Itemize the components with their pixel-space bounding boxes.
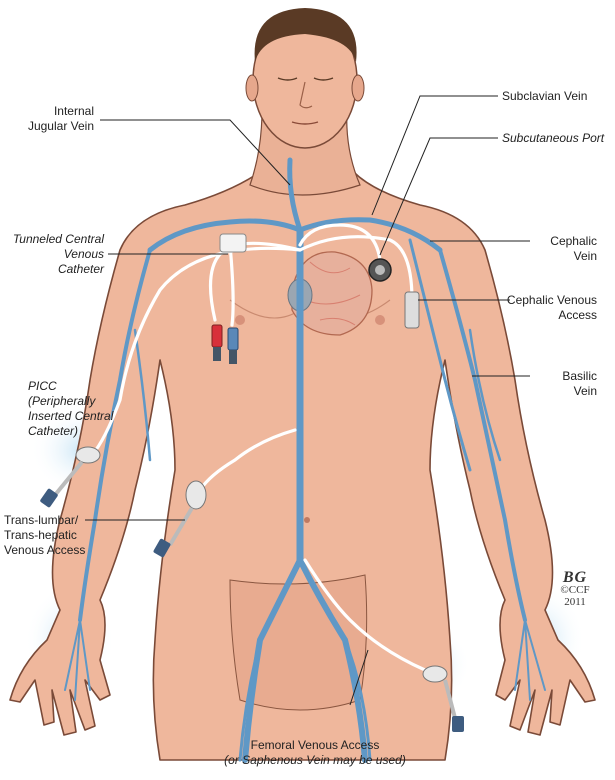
right-nipple (375, 315, 385, 325)
label-femoral: Femoral Venous Access (or Saphenous Vein… (220, 738, 410, 768)
subcutaneous-port-center (375, 265, 385, 275)
label-basilic-vein: Basilic Vein (520, 369, 597, 399)
label-femoral-line-1: Femoral Venous Access (220, 738, 410, 753)
signature-year: 2011 (553, 596, 597, 608)
signature-mark: BG (553, 572, 597, 584)
label-femoral-note: (or Saphenous Vein may be used) (220, 753, 410, 768)
catheter-cap-left (213, 347, 221, 361)
label-internal-jugular-line-2: Jugular Vein (20, 119, 94, 134)
translumbar-device (186, 481, 206, 509)
navel (304, 517, 310, 523)
label-subclavian-vein: Subclavian Vein (502, 89, 587, 104)
label-cephalic-access-line-1: Cephalic Venous (497, 293, 597, 308)
signature-org: ©CCF (553, 584, 597, 596)
label-cephalic-access: Cephalic Venous Access (497, 293, 597, 323)
label-cephalic-line-1: Cephalic (520, 234, 597, 249)
catheter-clamp-blue (228, 328, 238, 350)
label-cephalic-vein: Cephalic Vein (520, 234, 597, 264)
label-picc-line-1: PICC (28, 379, 113, 394)
label-internal-jugular-line-1: Internal (20, 104, 94, 119)
left-ear (246, 75, 258, 101)
label-translumbar-line-3: Venous Access (4, 543, 85, 558)
picc-device (76, 447, 100, 463)
label-picc-line-2: (Peripherally (28, 394, 113, 409)
label-tunneled-cvc-line-3: Catheter (4, 262, 104, 277)
label-picc-line-4: Catheter) (28, 424, 113, 439)
label-tunneled-cvc-line-1: Tunneled Central (4, 232, 104, 247)
label-basilic-line-1: Basilic (520, 369, 597, 384)
label-picc-line-3: Inserted Central (28, 409, 113, 424)
label-tunneled-cvc-line-2: Venous (4, 247, 104, 262)
tunneled-catheter-hub (220, 234, 246, 252)
picc-cap (39, 488, 58, 508)
femoral-cap (452, 716, 464, 732)
label-internal-jugular: Internal Jugular Vein (20, 104, 94, 134)
catheter-clamp-red (212, 325, 222, 347)
label-translumbar: Trans-lumbar/ Trans-hepatic Venous Acces… (4, 513, 85, 558)
right-ear (352, 75, 364, 101)
label-cephalic-line-2: Vein (520, 249, 597, 264)
label-translumbar-line-2: Trans-hepatic (4, 528, 85, 543)
label-picc: PICC (Peripherally Inserted Central Cath… (28, 379, 113, 439)
femoral-device (423, 666, 447, 682)
left-nipple (235, 315, 245, 325)
label-subcutaneous-port: Subcutaneous Port (502, 131, 604, 146)
label-translumbar-line-1: Trans-lumbar/ (4, 513, 85, 528)
cephalic-access-device (405, 292, 419, 328)
artist-signature: BG ©CCF 2011 (553, 572, 597, 608)
label-basilic-line-2: Vein (520, 384, 597, 399)
catheter-cap-right (229, 350, 237, 364)
label-tunneled-cvc: Tunneled Central Venous Catheter (4, 232, 104, 277)
label-cephalic-access-line-2: Access (497, 308, 597, 323)
